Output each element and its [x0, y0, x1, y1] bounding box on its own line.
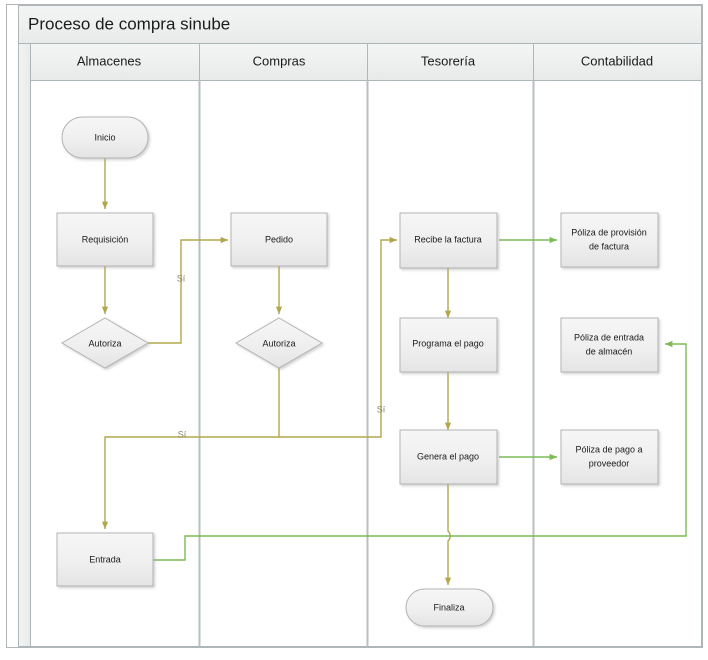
node-inicio-shape — [61, 116, 149, 159]
edge-label-recibe-si: Sí — [377, 404, 386, 414]
diagram-title-bar — [18, 5, 702, 44]
edge-entrada-to-poliza-entrada — [153, 340, 687, 561]
node-poliza-provision-label-line1: Póliza de provisión — [571, 227, 647, 237]
node-autoriza-almacenes-shape — [61, 317, 149, 369]
node-autoriza-compras-label: Autoriza — [262, 338, 295, 348]
node-poliza-provision[interactable]: Póliza de provisión de factura — [560, 212, 659, 268]
node-entrada[interactable]: Entrada — [56, 532, 154, 587]
lane-header-contabilidad: Contabilidad — [581, 53, 653, 68]
node-poliza-pago-label-line2: proveedor — [589, 458, 630, 468]
node-autoriza-compras-shape — [235, 317, 323, 369]
diagram-title: Proceso de compra sinube — [28, 14, 230, 33]
edge-autoriza1-to-pedido — [148, 236, 229, 344]
connector-layer — [101, 158, 687, 586]
edge-label-autoriza2-si: Sí — [178, 429, 187, 439]
node-autoriza-almacenes[interactable]: Autoriza — [61, 317, 149, 369]
node-genera-pago[interactable]: Genera el pago — [399, 429, 498, 485]
node-pedido-shape — [230, 212, 328, 267]
node-requisicion[interactable]: Requisición — [56, 212, 154, 267]
node-inicio-label: Inicio — [94, 132, 115, 142]
node-programa-pago-label: Programa el pago — [412, 338, 484, 348]
node-poliza-pago-label-line1: Póliza de pago a — [575, 444, 642, 454]
pool-side-band — [18, 43, 31, 647]
lane-header-tesoreria: Tesorería — [421, 53, 476, 68]
node-poliza-entrada-shape — [560, 317, 659, 373]
node-autoriza-almacenes-label: Autoriza — [88, 338, 121, 348]
node-finaliza[interactable]: Finaliza — [405, 588, 494, 627]
node-requisicion-label: Requisición — [82, 234, 129, 244]
node-recibe-factura-label: Recibe la factura — [414, 234, 482, 244]
edge-label-autoriza1-si: Sí — [177, 273, 186, 283]
node-finaliza-label: Finaliza — [433, 602, 464, 612]
node-programa-pago-shape — [399, 317, 498, 373]
node-poliza-provision-shape — [560, 212, 659, 268]
edge-autoriza2-to-entrada — [101, 368, 280, 530]
lane-header-almacenes: Almacenes — [77, 53, 142, 68]
node-poliza-pago-shape — [560, 429, 659, 485]
node-entrada-label: Entrada — [89, 554, 121, 564]
node-entrada-shape — [56, 532, 154, 587]
node-poliza-provision-label-line2: de factura — [589, 241, 629, 251]
node-autoriza-compras[interactable]: Autoriza — [235, 317, 323, 369]
node-poliza-pago[interactable]: Póliza de pago a proveedor — [560, 429, 659, 485]
node-recibe-factura[interactable]: Recibe la factura — [399, 212, 498, 269]
node-genera-pago-shape — [399, 429, 498, 485]
node-poliza-entrada[interactable]: Póliza de entrada de almacén — [560, 317, 659, 373]
node-poliza-entrada-label-line1: Póliza de entrada — [574, 332, 644, 342]
node-pedido[interactable]: Pedido — [230, 212, 328, 267]
node-pedido-label: Pedido — [265, 234, 293, 244]
edge-autoriza2-to-recibe-factura — [279, 236, 398, 438]
node-poliza-entrada-label-line2: de almacén — [586, 346, 633, 356]
node-inicio[interactable]: Inicio — [61, 116, 149, 159]
lane-header-band — [30, 43, 702, 81]
node-finaliza-shape — [405, 588, 494, 627]
lane-header-compras: Compras — [253, 53, 306, 68]
node-genera-pago-label: Genera el pago — [417, 451, 479, 461]
node-recibe-factura-shape — [399, 212, 498, 269]
node-programa-pago[interactable]: Programa el pago — [399, 317, 498, 373]
node-requisicion-shape — [56, 212, 154, 267]
